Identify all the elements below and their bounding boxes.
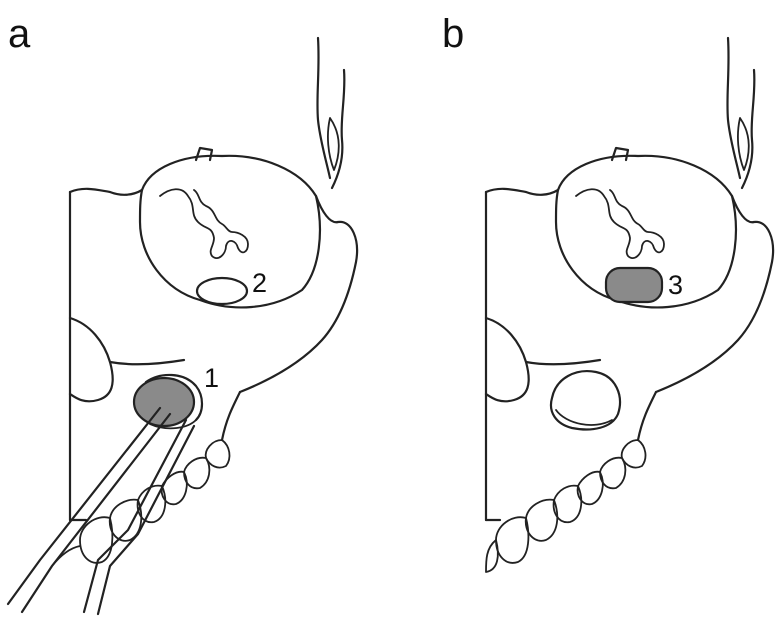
forceps-instrument — [8, 408, 194, 614]
sinus-opening-shaded — [134, 378, 194, 426]
panel-a-skull: 1 2 — [8, 38, 357, 614]
panel-b-skull: 3 — [486, 38, 773, 572]
callout-2: 2 — [252, 268, 267, 298]
callout-3: 3 — [668, 270, 683, 300]
callout-1: 1 — [204, 363, 219, 393]
sinus-shaded-3 — [606, 268, 662, 302]
